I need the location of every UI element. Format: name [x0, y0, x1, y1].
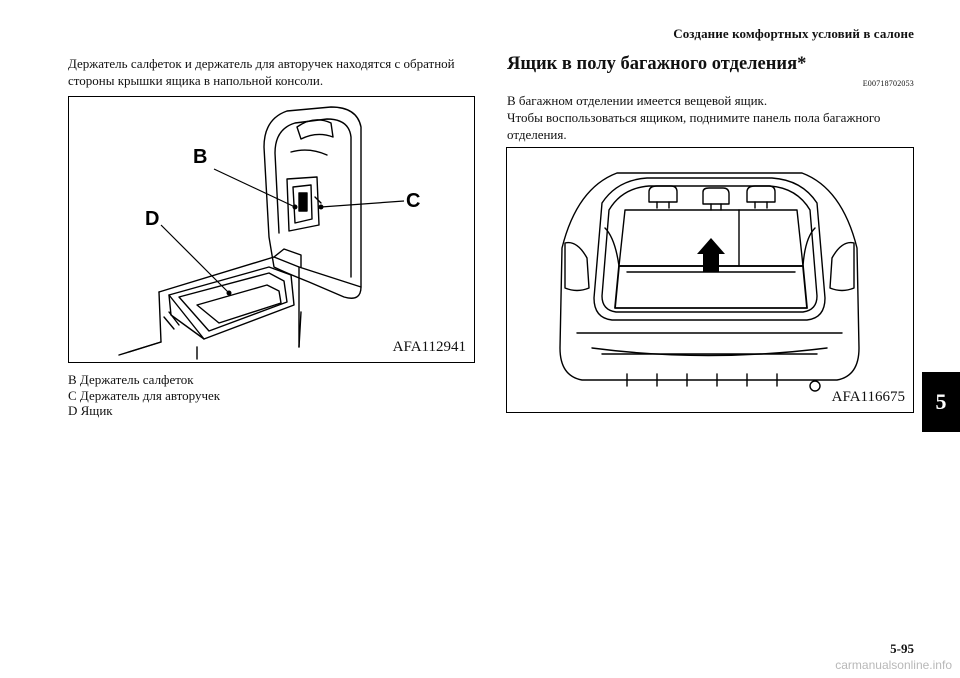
section-paragraph: В багажном отделении имеется вещевой ящи…	[507, 92, 917, 143]
watermark: carmanualsonline.info	[835, 658, 952, 672]
legend-item-c: C Держатель для авторучек	[68, 387, 221, 403]
cargo-area-illustration	[559, 172, 860, 392]
intro-paragraph: Держатель салфеток и держатель для автор…	[68, 55, 478, 89]
callout-c: C	[406, 190, 420, 212]
intro-line-2: стороны крышки ящика в напольной консоли…	[68, 73, 324, 88]
running-header: Создание комфортных условий в салоне	[673, 26, 914, 41]
section-title: Ящик в полу багажного отделения*	[507, 54, 807, 74]
chapter-tab: 5	[922, 372, 960, 432]
callout-b: B	[193, 146, 207, 168]
console-box-illustration: B C D	[118, 106, 420, 360]
page-number: 5-95	[890, 641, 914, 656]
cargo-floor-figure: AFA116675	[506, 147, 914, 413]
section-line-1: В багажном отделении имеется вещевой ящи…	[507, 93, 768, 108]
intro-line-1: Держатель салфеток и держатель для автор…	[68, 56, 455, 71]
legend-item-d: D Ящик	[68, 403, 113, 418]
section-line-2: Чтобы воспользоваться ящиком, поднимите …	[507, 110, 881, 125]
legend-item-b: B Держатель салфеток	[68, 372, 194, 387]
section-line-3: отделения.	[507, 127, 567, 142]
callout-d: D	[145, 208, 159, 230]
figure-code-right: AFA116675	[831, 389, 905, 405]
figure-legend: B Держатель салфеток C Держатель для авт…	[68, 372, 220, 419]
figure-code: AFA112941	[392, 339, 466, 355]
console-box-figure: B C D AFA112941	[68, 96, 475, 363]
section-code: E00718702053	[862, 79, 914, 88]
